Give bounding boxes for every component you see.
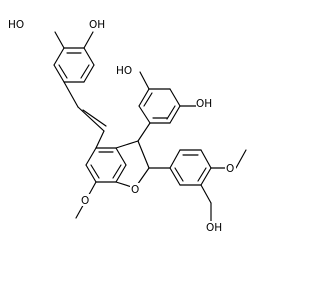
- hydroxyl-label-top-left: HO: [8, 19, 24, 31]
- bonds: [53, 31, 247, 223]
- chemical-structure: HO OH HO OH O O O OH: [8, 18, 247, 234]
- methoxy-oxygen-label-left: O: [81, 195, 89, 207]
- atom-labels: HO OH HO OH O O O OH: [8, 18, 236, 234]
- hydroxyl-label-bottom: OH: [206, 222, 222, 234]
- methoxy-oxygen-label-right: O: [226, 163, 234, 175]
- hydroxyl-label-mid-left: HO: [116, 65, 132, 77]
- hydroxyl-label-mid-right: OH: [196, 98, 212, 110]
- furan-oxygen-label: O: [131, 184, 139, 196]
- hydroxyl-label-top-right: OH: [89, 19, 105, 31]
